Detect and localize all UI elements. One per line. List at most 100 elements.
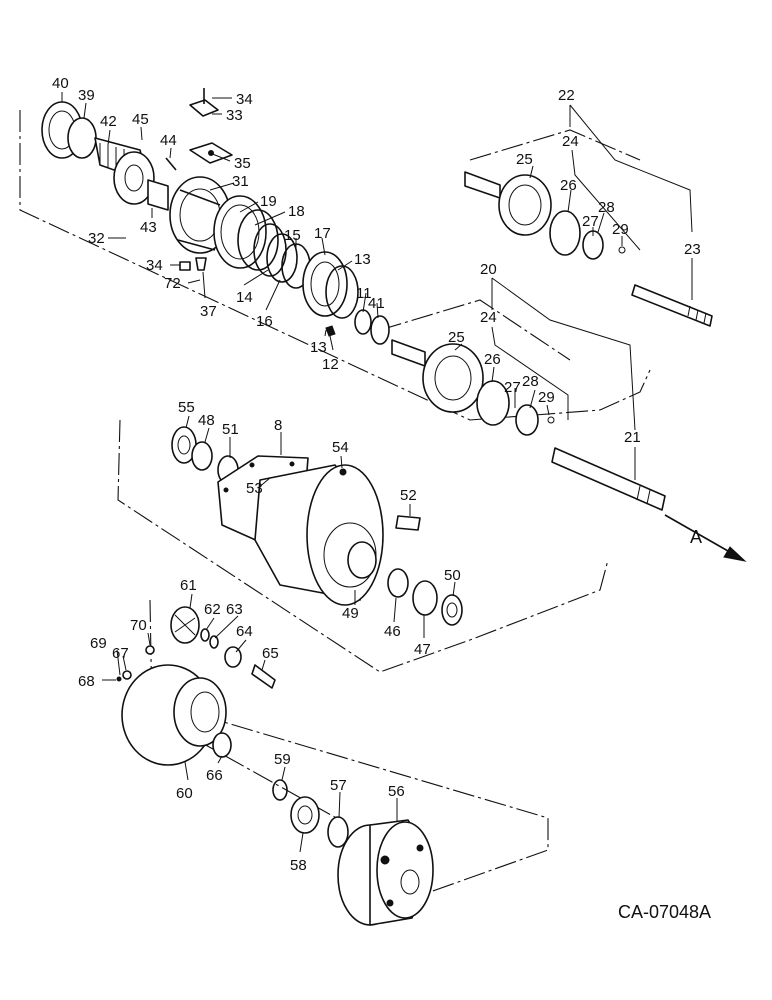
part-label: 48 [198,412,215,429]
drawing-code: CA-07048A [618,902,711,922]
part-label: 17 [314,225,331,242]
part-label: 24 [562,133,579,150]
spindle-42 [94,137,155,205]
part-label: 15 [284,227,301,244]
seal-41 [370,315,390,345]
part-label: 16 [256,313,273,330]
plate-66 [212,732,232,758]
part-label: 31 [232,173,249,190]
part-label: 66 [206,767,223,784]
part-label: 29 [538,389,555,406]
part-label: 25 [448,329,465,346]
part-label: 51 [222,421,239,438]
drum-56 [337,819,434,926]
fitting-67 [122,670,132,680]
part-label: 65 [262,645,279,662]
seal-11 [354,309,372,335]
part-label: 19 [260,193,277,210]
bearing-48 [191,441,213,471]
pin-34 [179,261,191,271]
bearing-58 [290,796,320,834]
part-label: 57 [330,777,347,794]
washer-46 [441,594,463,626]
part-label: 27 [504,379,521,396]
part-label: 13 [354,251,371,268]
part-label: 45 [132,111,149,128]
part-label: 11 [356,285,372,302]
part-label: 46 [384,623,401,640]
part-label: 33 [226,107,243,124]
part-label: 50 [444,567,461,584]
part-label: 40 [52,75,69,92]
part-label: 12 [322,356,339,373]
cap-69 [116,676,122,682]
direction-arrow-a [664,514,747,562]
part-label: 41 [368,295,385,312]
part-label: 34 [146,257,163,274]
part-label: 37 [200,303,217,320]
housing-49 [254,464,384,606]
shaft-assembly-outline [379,129,641,361]
middle-assembly-outline [117,419,609,673]
part-label: 53 [246,480,263,497]
part-label: 13 [310,339,327,356]
ring-13 [325,265,359,319]
ring-18 [237,209,279,271]
cv-joint-upper [464,171,626,260]
part-label: 43 [140,219,157,236]
part-label: 8 [274,417,282,434]
part-label: 61 [180,577,197,594]
part-label: 28 [522,373,539,390]
part-label: 24 [480,309,497,326]
part-label: 67 [112,645,129,662]
part-label: 56 [388,783,405,800]
part-label: 52 [400,487,417,504]
leader-lines [61,92,693,853]
part-label: 29 [612,221,629,238]
bearing-47 [412,580,438,616]
cap-33 [189,88,219,117]
part-label: 68 [78,673,95,690]
plug-70 [145,645,155,655]
part-label: 47 [414,641,431,658]
ring-63 [209,635,219,649]
part-label: 25 [516,151,533,168]
part-label: 22 [558,87,575,104]
axle-shaft-21 [551,447,666,511]
part-label: 28 [598,199,615,216]
part-label: 39 [78,87,95,104]
axle-shaft-23 [631,284,713,327]
part-label: 44 [160,132,177,149]
part-label: 64 [236,623,253,640]
bolt-52 [395,515,421,531]
part-label: 27 [582,213,599,230]
part-label: 21 [624,429,641,446]
part-label: 49 [342,605,359,622]
ring-62 [200,628,210,642]
plate-17 [302,251,348,317]
part-label: 60 [176,785,193,802]
fitting-37 [195,257,207,271]
spring-44 [165,157,177,171]
part-label: 70 [130,617,147,634]
bolt-12 [325,325,336,337]
part-label: 32 [88,230,105,247]
bushing-43 [147,179,169,211]
seal-50 [387,568,409,598]
ring-59 [272,779,288,801]
part-label: 42 [100,113,117,130]
part-label: 20 [480,261,497,278]
part-label: 63 [226,601,243,618]
part-label: 55 [178,399,195,416]
washer-64 [224,646,242,668]
seal-16 [266,233,298,283]
part-label: 54 [332,439,349,456]
part-label: 59 [274,751,291,768]
gear-61 [170,606,200,644]
carrier-60 [121,664,227,766]
cv-joint-lower [391,339,555,436]
part-label: 26 [484,351,501,368]
part-label: 35 [234,155,251,172]
